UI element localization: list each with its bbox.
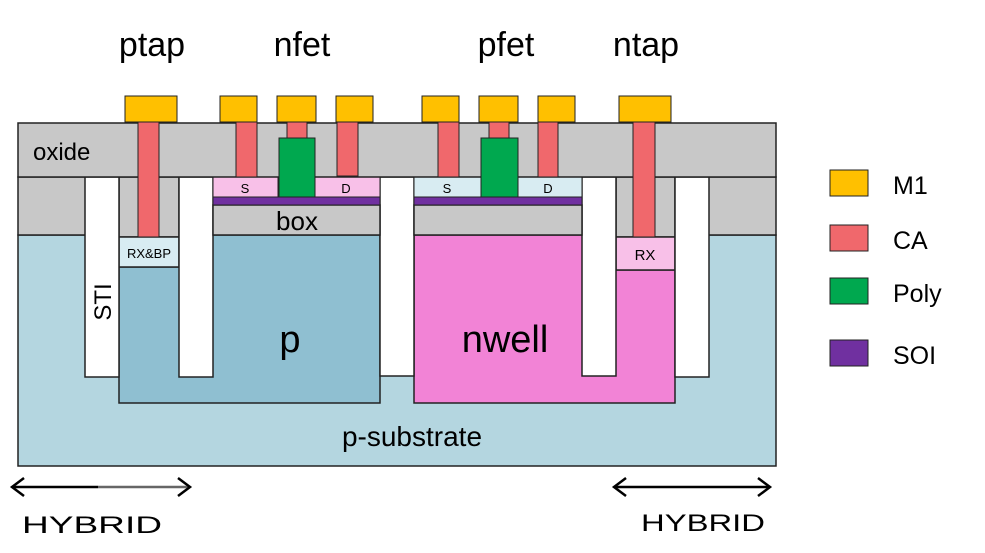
sti-trench (379, 176, 415, 377)
label-rx: RX (635, 247, 656, 264)
legend-swatch-poly (829, 277, 869, 305)
nfet-poly-gate (278, 137, 316, 198)
m1-nfet-gate (276, 95, 317, 123)
hybrid-label-right: HYBRID (641, 510, 765, 537)
legend: M1 CA Poly SOI (829, 169, 942, 370)
legend-label-soi: SOI (893, 342, 936, 370)
label-ptap: ptap (119, 26, 185, 64)
label-nwell: nwell (462, 319, 549, 361)
sti-trench (178, 176, 214, 378)
legend-label-ca: CA (893, 227, 928, 255)
hybrid-label-left: HYBRID (22, 512, 162, 539)
label-pfet-drain: D (543, 181, 552, 196)
legend-swatch-ca (829, 224, 869, 252)
nfet-box (212, 204, 381, 236)
pfet-soi (413, 196, 583, 206)
m1-pfet-source (421, 95, 460, 123)
ca-nfet-drain (336, 120, 359, 177)
label-rx-bp: RX&BP (127, 246, 171, 261)
label-pfet: pfet (478, 26, 535, 64)
oxide-layer (17, 122, 777, 178)
sti-trench (84, 176, 120, 378)
label-oxide: oxide (33, 139, 90, 166)
legend-swatch-m1 (829, 169, 869, 197)
m1-pfet-gate (478, 95, 519, 123)
nfet-soi (212, 196, 381, 206)
pfet-poly-gate (480, 137, 519, 198)
label-p-substrate: p-substrate (342, 421, 482, 452)
ca-nfet-source (235, 120, 258, 178)
label-p-well: p (279, 319, 300, 361)
sti-trench (674, 176, 710, 378)
legend-label-poly: Poly (893, 280, 942, 308)
pfet-box (413, 204, 583, 236)
sti-trench (581, 176, 617, 377)
label-pfet-source: S (443, 181, 452, 196)
hybrid-arrow-right (611, 477, 773, 497)
hybrid-arrow-left (9, 477, 193, 497)
m1-pfet-drain (537, 95, 576, 123)
label-nfet-source: S (241, 181, 250, 196)
m1-nfet-source (219, 95, 258, 123)
label-nfet-drain: D (341, 181, 350, 196)
label-nfet: nfet (274, 26, 331, 64)
label-ntap: ntap (613, 26, 679, 64)
legend-swatch-soi (829, 339, 869, 367)
label-sti: STI (90, 283, 117, 320)
legend-label-m1: M1 (893, 172, 928, 200)
ca-nfet-gate (286, 120, 308, 139)
m1-ntap (618, 95, 672, 123)
ca-ptap (137, 120, 160, 238)
label-box: box (276, 206, 318, 236)
m1-ptap (124, 95, 178, 123)
ca-pfet-source (437, 120, 460, 178)
ca-ntap (632, 120, 656, 238)
m1-nfet-drain (335, 95, 374, 123)
ca-pfet-drain (537, 120, 559, 178)
ca-pfet-gate (488, 120, 510, 139)
